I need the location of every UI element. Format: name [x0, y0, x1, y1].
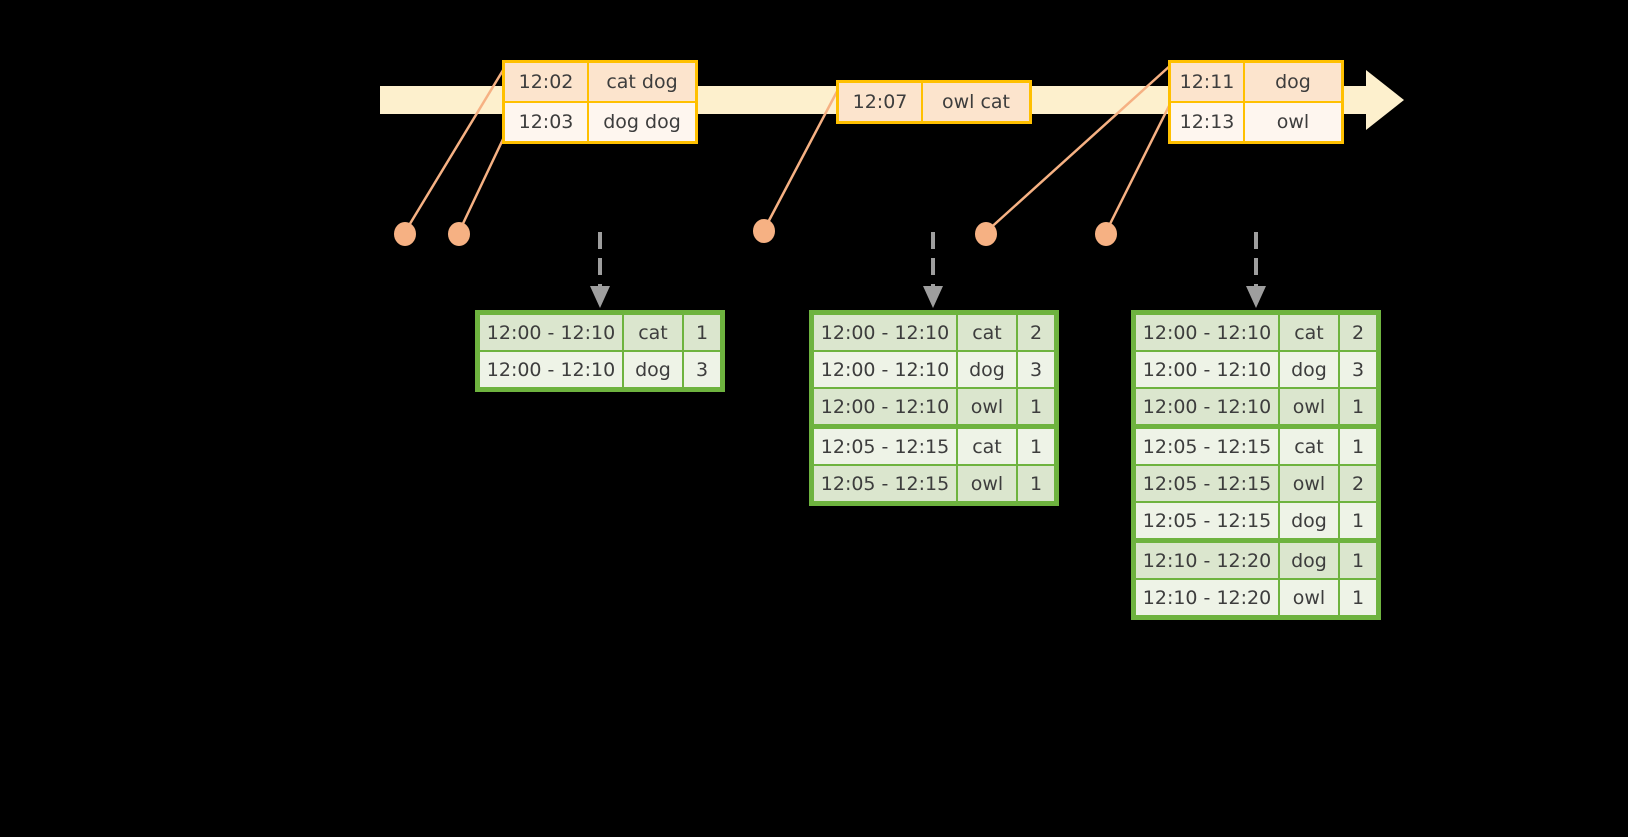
cell-count: 1 [684, 315, 720, 350]
cell-count: 1 [1018, 389, 1054, 424]
dashed-down-arrow [923, 232, 943, 308]
cell-word: owl [958, 389, 1016, 424]
cell-word: dog [1280, 503, 1338, 538]
event-words: cat dog [589, 63, 695, 101]
source-dot[interactable] [448, 222, 470, 246]
event-words: dog dog [589, 103, 695, 141]
cell-count: 1 [1340, 503, 1376, 538]
event-words: owl cat [923, 83, 1029, 121]
cell-count: 3 [1018, 352, 1054, 387]
cell-count: 1 [1018, 466, 1054, 501]
cell-window: 12:05 - 12:15 [1136, 429, 1278, 464]
cell-word: owl [958, 466, 1016, 501]
cell-count: 1 [1018, 429, 1054, 464]
cell-word: dog [624, 352, 682, 387]
dashed-down-arrow [590, 232, 610, 308]
source-dot[interactable] [975, 222, 997, 246]
event-time: 12:11 [1171, 63, 1245, 101]
timeline-event-row[interactable]: 12:07 owl cat [839, 83, 1029, 121]
timeline-event-group-b[interactable]: 12:07 owl cat [836, 80, 1032, 124]
timeline-event-row[interactable]: 12:11 dog [1171, 63, 1341, 101]
cell-word: cat [958, 315, 1016, 350]
cell-window: 12:05 - 12:15 [814, 466, 956, 501]
cell-window: 12:00 - 12:10 [1136, 352, 1278, 387]
cell-count: 1 [1340, 389, 1376, 424]
timeline-event-group-a[interactable]: 12:02 cat dog 12:03 dog dog [502, 60, 698, 144]
cell-word: cat [1280, 315, 1338, 350]
cell-word: cat [958, 429, 1016, 464]
cell-count: 1 [1340, 580, 1376, 615]
cell-window: 12:00 - 12:10 [814, 315, 956, 350]
cell-window: 12:00 - 12:10 [1136, 315, 1278, 350]
cell-count: 3 [684, 352, 720, 387]
timeline-event-row[interactable]: 12:13 owl [1171, 101, 1341, 141]
event-time: 12:13 [1171, 103, 1245, 141]
event-words: dog [1245, 63, 1341, 101]
cell-window: 12:05 - 12:15 [814, 429, 956, 464]
timeline-arrow-head [1366, 70, 1404, 130]
cell-word: cat [1280, 429, 1338, 464]
event-time: 12:03 [505, 103, 589, 141]
cell-word: cat [624, 315, 682, 350]
source-dot[interactable] [394, 222, 416, 246]
cell-word: dog [958, 352, 1016, 387]
event-words: owl [1245, 103, 1341, 141]
timeline-event-row[interactable]: 12:02 cat dog [505, 63, 695, 101]
cell-word: owl [1280, 580, 1338, 615]
event-time: 12:02 [505, 63, 589, 101]
cell-count: 2 [1340, 466, 1376, 501]
cell-window: 12:00 - 12:10 [480, 352, 622, 387]
cell-window: 12:10 - 12:20 [1136, 580, 1278, 615]
cell-count: 1 [1340, 543, 1376, 578]
cell-count: 2 [1340, 315, 1376, 350]
cell-window: 12:00 - 12:10 [1136, 389, 1278, 424]
timeline-event-group-c[interactable]: 12:11 dog 12:13 owl [1168, 60, 1344, 144]
cell-window: 12:00 - 12:10 [814, 352, 956, 387]
source-dot[interactable] [753, 219, 775, 243]
cell-window: 12:00 - 12:10 [814, 389, 956, 424]
cell-count: 2 [1018, 315, 1054, 350]
cell-window: 12:05 - 12:15 [1136, 503, 1278, 538]
cell-word: owl [1280, 389, 1338, 424]
cell-word: dog [1280, 352, 1338, 387]
cell-word: owl [1280, 466, 1338, 501]
timeline-event-row[interactable]: 12:03 dog dog [505, 101, 695, 141]
source-dot[interactable] [1095, 222, 1117, 246]
cell-count: 3 [1340, 352, 1376, 387]
event-time: 12:07 [839, 83, 923, 121]
cell-count: 1 [1340, 429, 1376, 464]
cell-window: 12:10 - 12:20 [1136, 543, 1278, 578]
cell-word: dog [1280, 543, 1338, 578]
cell-window: 12:05 - 12:15 [1136, 466, 1278, 501]
cell-window: 12:00 - 12:10 [480, 315, 622, 350]
dashed-down-arrow [1246, 232, 1266, 308]
